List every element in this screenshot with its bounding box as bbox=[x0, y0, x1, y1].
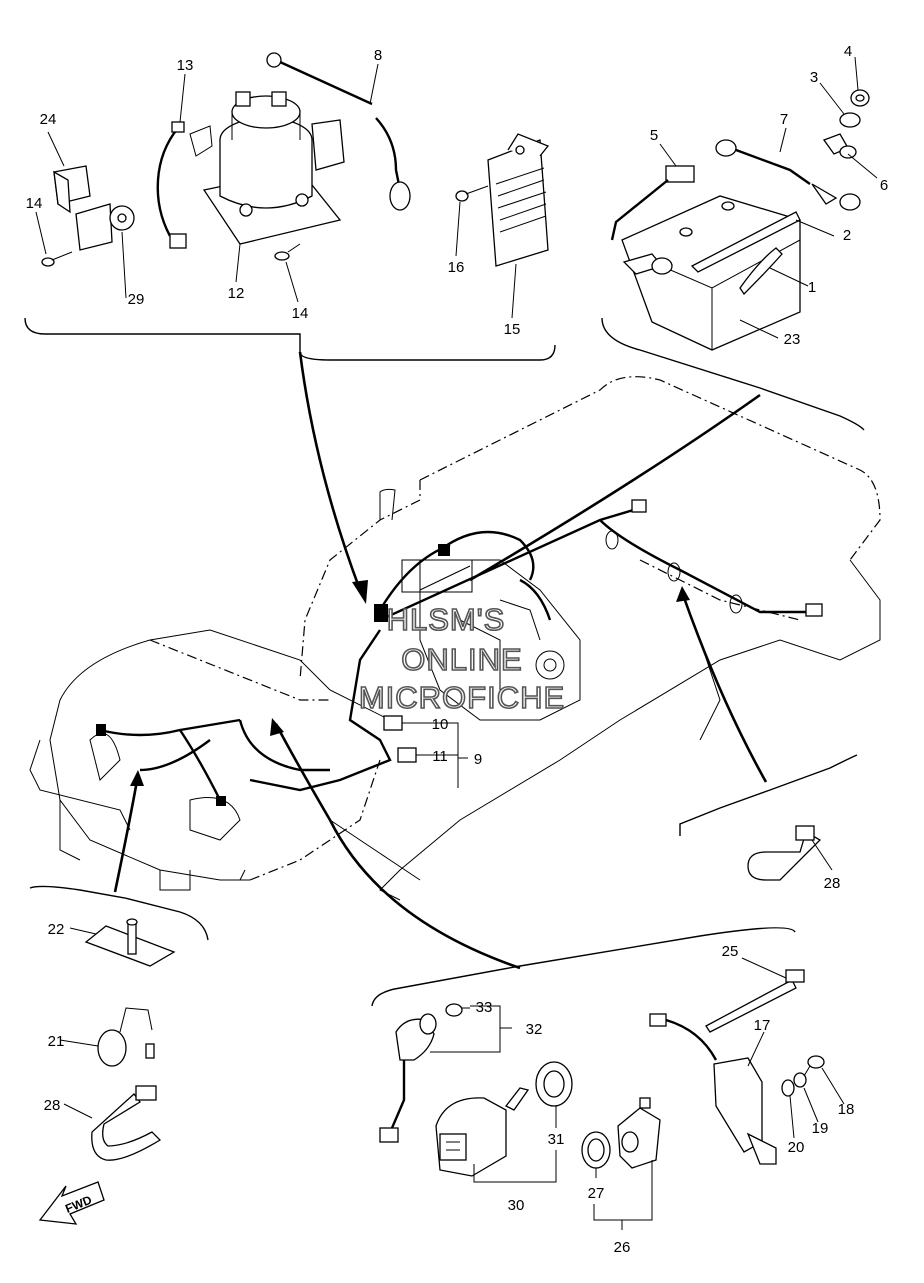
arrow-battery-to-harness bbox=[469, 393, 761, 582]
part-6-cover[interactable] bbox=[822, 133, 861, 211]
callout-15: 15 bbox=[504, 321, 521, 338]
part-27-nut-ring[interactable] bbox=[581, 1131, 611, 1169]
callout-13: 13 bbox=[177, 57, 194, 74]
right-mid-bracket bbox=[679, 754, 858, 836]
callout-27: 27 bbox=[588, 1185, 605, 1202]
part-19-washer[interactable] bbox=[793, 1072, 807, 1088]
callout-29: 29 bbox=[128, 291, 145, 308]
watermark-line-2: ONLINE bbox=[401, 642, 522, 677]
callout-28-right: 28 bbox=[824, 875, 841, 892]
arrow-bottom-main bbox=[274, 723, 521, 970]
callout-30: 30 bbox=[508, 1197, 525, 1214]
relay-10[interactable] bbox=[383, 715, 420, 731]
callout-23: 23 bbox=[784, 331, 801, 348]
part-33-plug[interactable] bbox=[445, 1003, 470, 1017]
callout-18: 18 bbox=[838, 1101, 855, 1118]
engine-block bbox=[419, 559, 581, 721]
watermark-line-1: HLSM'S bbox=[387, 602, 506, 637]
part-14-screw-left[interactable] bbox=[41, 251, 73, 267]
part-1-band[interactable] bbox=[739, 247, 783, 296]
part-32-socket[interactable] bbox=[379, 1013, 437, 1143]
callout-21: 21 bbox=[48, 1033, 65, 1050]
fwd-arrow: FWD bbox=[38, 1181, 105, 1225]
top-left-bracket bbox=[24, 317, 556, 361]
part-16-bolt[interactable] bbox=[455, 185, 489, 202]
callout-33: 33 bbox=[476, 999, 493, 1016]
callout-20: 20 bbox=[788, 1139, 805, 1156]
part-23-battery[interactable] bbox=[621, 195, 801, 351]
bottom-bracket bbox=[371, 927, 796, 1007]
part-21-horn[interactable] bbox=[97, 1007, 155, 1067]
callout-22: 22 bbox=[48, 921, 65, 938]
callout-16: 16 bbox=[448, 259, 465, 276]
part-26-lighting-switch[interactable] bbox=[617, 1097, 661, 1169]
part-31-cap[interactable] bbox=[535, 1061, 573, 1107]
callout-1: 1 bbox=[808, 279, 816, 296]
part-13-lead[interactable] bbox=[156, 121, 213, 249]
callout-labels: 1 2 3 4 5 6 7 8 9 10 11 12 13 14 14 15 1… bbox=[26, 43, 889, 1256]
vehicle-frame bbox=[29, 376, 881, 901]
part-24-relay-cover[interactable] bbox=[53, 165, 91, 214]
left-mid-bracket bbox=[29, 885, 209, 941]
bracket-9 bbox=[420, 722, 468, 788]
callout-10: 10 bbox=[432, 716, 449, 733]
part-2-strap[interactable] bbox=[690, 211, 801, 273]
callout-7: 7 bbox=[780, 111, 788, 128]
wire-harness bbox=[96, 499, 823, 806]
callout-9: 9 bbox=[474, 751, 482, 768]
part-4-nut[interactable] bbox=[850, 89, 870, 107]
callout-19: 19 bbox=[812, 1120, 829, 1137]
part-8-battery-cable[interactable] bbox=[266, 52, 411, 211]
callout-11: 11 bbox=[432, 748, 448, 765]
part-3-washer[interactable] bbox=[839, 112, 861, 128]
part-29-bracket[interactable] bbox=[75, 203, 135, 251]
callout-8: 8 bbox=[374, 47, 382, 64]
callout-28-left: 28 bbox=[44, 1097, 61, 1114]
part-28-cable-tie-left[interactable] bbox=[91, 1085, 162, 1161]
part-7-pos-cable[interactable] bbox=[715, 139, 838, 205]
arrowhead-right-clip bbox=[676, 586, 690, 602]
callout-31: 31 bbox=[548, 1131, 565, 1148]
callout-14-left: 14 bbox=[26, 195, 43, 212]
watermark-line-3: MICROFICHE bbox=[359, 680, 565, 715]
callout-2: 2 bbox=[843, 227, 851, 244]
watermark: HLSM'S ONLINE MICROFICHE bbox=[358, 601, 565, 716]
callout-4: 4 bbox=[844, 43, 852, 60]
part-20-washer[interactable] bbox=[781, 1079, 795, 1097]
callout-32: 32 bbox=[526, 1021, 543, 1038]
part-14-screw-right[interactable] bbox=[274, 243, 301, 261]
arrow-left-horn bbox=[113, 774, 140, 893]
arrow-right-clip bbox=[680, 591, 768, 783]
arrowhead-left-horn bbox=[130, 770, 144, 786]
part-5-neg-cable[interactable] bbox=[610, 165, 695, 275]
callout-5: 5 bbox=[650, 127, 658, 144]
callout-12: 12 bbox=[228, 285, 245, 302]
callout-14-right: 14 bbox=[292, 305, 309, 322]
callout-24: 24 bbox=[40, 111, 57, 128]
arrow-top-left-to-harness bbox=[298, 351, 362, 591]
callout-3: 3 bbox=[810, 69, 818, 86]
top-right-bracket bbox=[601, 317, 865, 431]
part-30-main-switch[interactable] bbox=[435, 1087, 530, 1177]
part-17-sensor[interactable] bbox=[649, 1013, 777, 1165]
part-15-rectifier[interactable] bbox=[487, 133, 550, 267]
arrowhead-top-left bbox=[352, 580, 368, 604]
part-18-bolt[interactable] bbox=[803, 1055, 825, 1077]
part-12-starter-relay[interactable] bbox=[202, 91, 345, 245]
callout-6: 6 bbox=[880, 177, 888, 194]
part-22-plate[interactable] bbox=[84, 918, 176, 967]
leader-lines bbox=[35, 56, 878, 1230]
callout-26: 26 bbox=[614, 1239, 631, 1256]
part-25-cable-tie[interactable] bbox=[705, 969, 805, 1033]
part-28-cable-tie-right[interactable] bbox=[747, 825, 822, 881]
arrowhead-bottom-main bbox=[270, 718, 284, 736]
callout-17: 17 bbox=[754, 1017, 771, 1034]
relay-11[interactable] bbox=[397, 747, 426, 763]
callout-25: 25 bbox=[722, 943, 739, 960]
